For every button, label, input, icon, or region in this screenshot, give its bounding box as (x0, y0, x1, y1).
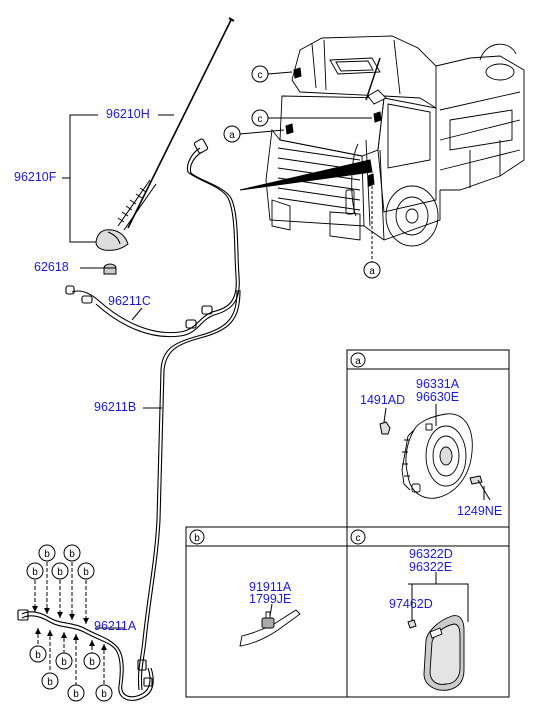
callout-c-cab-upper[interactable]: c (251, 65, 269, 83)
callout-b-clip[interactable]: b (41, 672, 59, 690)
svg-text:b: b (101, 689, 107, 700)
part-96211A[interactable]: 96211A (94, 619, 137, 633)
callout-b-clip[interactable]: b (63, 544, 81, 562)
detail-box-c (346, 526, 510, 698)
svg-text:b: b (44, 549, 50, 560)
part-1491AD[interactable]: 1491AD (360, 393, 406, 407)
svg-text:b: b (35, 650, 41, 661)
svg-text:a: a (229, 130, 235, 141)
callout-b-clip[interactable]: b (38, 544, 56, 562)
antenna-mast (117, 17, 235, 231)
svg-text:b: b (69, 549, 75, 560)
part-97462D[interactable]: 97462D (389, 597, 433, 611)
callout-b-clip[interactable]: b (55, 652, 73, 670)
callout-b-box[interactable]: b (189, 529, 205, 545)
pointer-wedge (239, 159, 373, 191)
part-1799JE[interactable]: 1799JE (249, 592, 292, 606)
callouts: c c a a a b c b b b b b (26, 65, 381, 702)
cab-speaker-markers (285, 67, 382, 187)
clip-97462D (407, 619, 417, 629)
callout-c-box[interactable]: c (350, 529, 366, 545)
speaker-96331A (401, 413, 473, 499)
svg-text:b: b (89, 657, 95, 668)
svg-text:b: b (61, 657, 67, 668)
callout-a-box[interactable]: a (350, 352, 366, 368)
cable-tie-91911A (239, 609, 301, 647)
svg-text:a: a (369, 266, 375, 277)
svg-text:c: c (258, 70, 263, 81)
callout-b-clip[interactable]: b (26, 562, 44, 580)
part-96211B[interactable]: 96211B (94, 400, 137, 414)
clip-1491AD (379, 421, 391, 435)
part-96331A[interactable]: 96331A (416, 377, 460, 391)
svg-text:b: b (57, 567, 63, 578)
screw-1249NE (469, 475, 491, 501)
svg-text:c: c (258, 114, 263, 125)
part-96211C[interactable]: 96211C (108, 294, 151, 308)
part-96322E[interactable]: 96322E (409, 560, 453, 574)
callout-b-clip[interactable]: b (29, 645, 47, 663)
part-96210F[interactable]: 96210F (14, 170, 57, 184)
grommet-62618 (103, 263, 117, 275)
svg-text:b: b (47, 677, 53, 688)
part-96210H[interactable]: 96210H (106, 107, 150, 121)
part-96630E[interactable]: 96630E (416, 390, 460, 404)
clip-arrows-upper (34, 562, 87, 624)
bracket-96210F (69, 114, 98, 243)
cable-96211C (65, 138, 240, 338)
callout-a-cab-lower[interactable]: a (363, 261, 381, 279)
callout-b-clip[interactable]: b (77, 562, 95, 580)
truck-cab (265, 35, 525, 247)
part-96322D[interactable]: 96322D (409, 547, 453, 561)
svg-text:b: b (194, 533, 200, 544)
callout-b-clip[interactable]: b (83, 652, 101, 670)
part-62618[interactable]: 62618 (34, 260, 69, 274)
svg-text:b: b (73, 689, 79, 700)
callout-a-cab[interactable]: a (223, 125, 241, 143)
cable-96211A (17, 609, 154, 701)
callout-b-clip[interactable]: b (95, 684, 113, 702)
tweeter-cover-96322D (423, 615, 465, 691)
svg-text:b: b (83, 567, 89, 578)
svg-text:c: c (356, 533, 361, 544)
callout-b-clip[interactable]: b (67, 684, 85, 702)
part-1249NE[interactable]: 1249NE (457, 504, 503, 518)
antenna-base (95, 229, 129, 251)
svg-text:a: a (355, 356, 361, 367)
cable-96211B (137, 289, 241, 691)
part-91911A[interactable]: 91911A (249, 580, 292, 594)
callout-c-cab-mid[interactable]: c (251, 109, 269, 127)
callout-b-clip[interactable]: b (51, 562, 69, 580)
svg-text:b: b (32, 567, 38, 578)
